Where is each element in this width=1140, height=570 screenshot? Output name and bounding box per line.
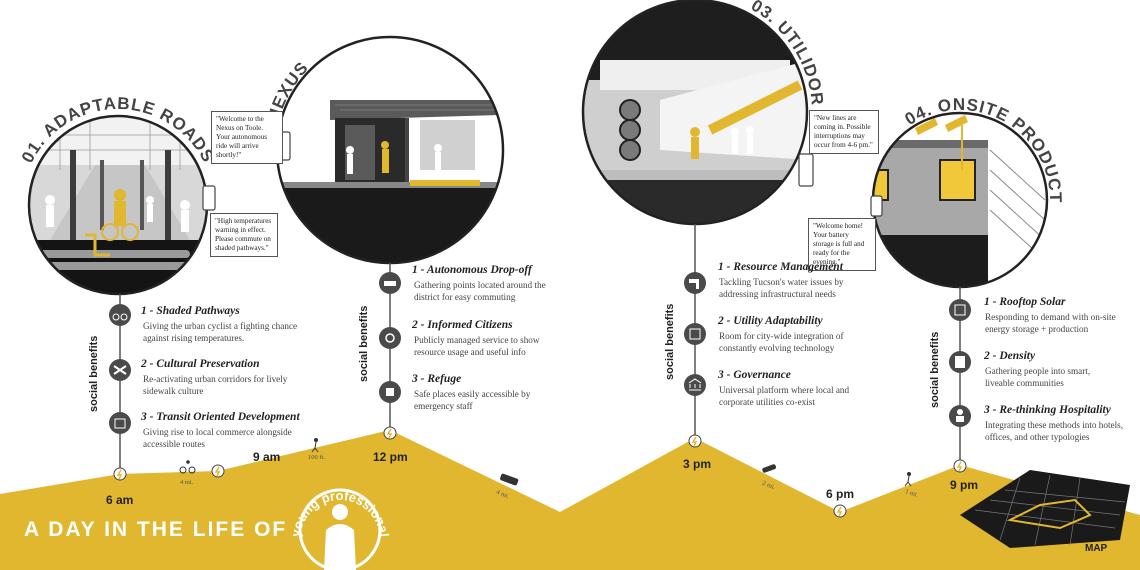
- mural-icon: [109, 359, 131, 381]
- benefit-desc-4-1: Responding to demand with on-site energy…: [985, 312, 1116, 334]
- headline: A DAY IN THE LIFE OF: [24, 518, 288, 541]
- streetcar-glyph-icon: [500, 473, 519, 486]
- walk2-glyph-icon: [904, 472, 912, 487]
- walk-glyph-icon: [311, 438, 319, 453]
- benefit-title-2-1: 1 - Autonomous Drop-off: [412, 264, 532, 276]
- benefit-title-2-3: 3 - Refuge: [412, 373, 462, 385]
- bike-glyph-icon: [179, 460, 196, 474]
- alert-bubble-onsite: "Welcome home! Your battery storage is f…: [808, 218, 876, 271]
- benefit-desc-1-1: Giving the urban cyclist a fighting chan…: [143, 321, 298, 343]
- benefit-desc-3-3: Universal platform where local and corpo…: [719, 385, 850, 407]
- distance-2: 100 ft.: [308, 454, 325, 461]
- benefit-icons: [109, 272, 971, 434]
- scene-nexus: [275, 35, 505, 265]
- map-label: MAP: [1085, 543, 1108, 554]
- benefit-title-1-1: 1 - Shaded Pathways: [141, 305, 240, 317]
- social-benefits-label-2: social benefits: [358, 305, 370, 382]
- shopping-bag-icon: [109, 412, 131, 434]
- time-9am: 9 am: [253, 450, 281, 464]
- benefit-title-4-1: 1 - Rooftop Solar: [984, 296, 1066, 308]
- car-glyph-icon: [762, 464, 777, 473]
- benefit-desc-2-3: Safe places easily accessible by emergen…: [414, 389, 531, 411]
- benefit-desc-2-1: Gathering points located around the dist…: [414, 280, 546, 302]
- alert-bubble-roads: "High temperatures warning in effect. Pl…: [210, 213, 278, 257]
- social-benefits-label-4: social benefits: [929, 331, 941, 408]
- benefit-desc-4-3: Integrating these methods into hotels, o…: [985, 420, 1124, 442]
- scene-utilidor: [581, 0, 809, 226]
- district-map: [960, 470, 1130, 548]
- emergency-light-icon: [379, 381, 401, 403]
- transport-icons: [179, 438, 912, 487]
- social-benefits-label-1: social benefits: [88, 335, 100, 412]
- benefit-desc-4-2: Gathering people into smart, liveable co…: [985, 366, 1091, 388]
- timeline-terrain: [0, 430, 1140, 570]
- time-3pm: 3 pm: [683, 457, 712, 471]
- benefit-title-3-3: 3 - Governance: [718, 369, 791, 381]
- distance-1: 4 mi.: [180, 479, 194, 486]
- benefit-title-2-2: 2 - Informed Citizens: [412, 319, 513, 331]
- host-icon: [949, 405, 971, 427]
- scene-onsite-production: [871, 111, 1049, 289]
- edit-box-icon: [684, 323, 706, 345]
- benefit-title-1-3: 3 - Transit Oriented Development: [141, 411, 300, 423]
- scene-adaptable-roads: [27, 114, 209, 296]
- benefit-desc-2-2: Publicly managed service to show resourc…: [414, 335, 540, 357]
- alert-bubble-nexus: "Welcome to the Nexus on Toole. Your aut…: [211, 111, 283, 164]
- benefit-title-4-2: 2 - Density: [984, 350, 1036, 362]
- time-9pm: 9 pm: [950, 478, 979, 492]
- timeline-markers: [113, 426, 967, 518]
- benefit-title-3-1: 1 - Resource Management: [718, 261, 843, 273]
- benefit-title-3-2: 2 - Utility Adaptability: [718, 315, 823, 327]
- benefit-title-1-2: 2 - Cultural Preservation: [141, 358, 260, 370]
- car-icon: [379, 272, 401, 294]
- info-hand-icon: [379, 327, 401, 349]
- benefit-desc-1-2: Re-activating urban corridors for lively…: [143, 374, 288, 396]
- alert-bubble-utilidor: "New lines are coming in. Possible inter…: [809, 110, 879, 154]
- time-6am: 6 am: [106, 493, 134, 507]
- benefit-desc-1-3: Giving rise to local commerce alongside …: [143, 427, 292, 449]
- capitol-icon: [684, 374, 706, 396]
- bicycle-icon: [109, 304, 131, 326]
- time-12pm: 12 pm: [373, 450, 408, 464]
- benefit-desc-3-2: Room for city-wide integration of consta…: [719, 331, 844, 353]
- time-6pm: 6 pm: [826, 487, 855, 501]
- social-benefits-label-3: social benefits: [664, 303, 676, 380]
- benefit-desc-3-1: Tackling Tucson's water issues by addres…: [719, 277, 844, 299]
- faucet-icon: [684, 272, 706, 294]
- benefit-title-4-3: 3 - Re-thinking Hospitality: [984, 404, 1111, 416]
- solar-panel-icon: [949, 299, 971, 321]
- building-icon: [949, 351, 971, 373]
